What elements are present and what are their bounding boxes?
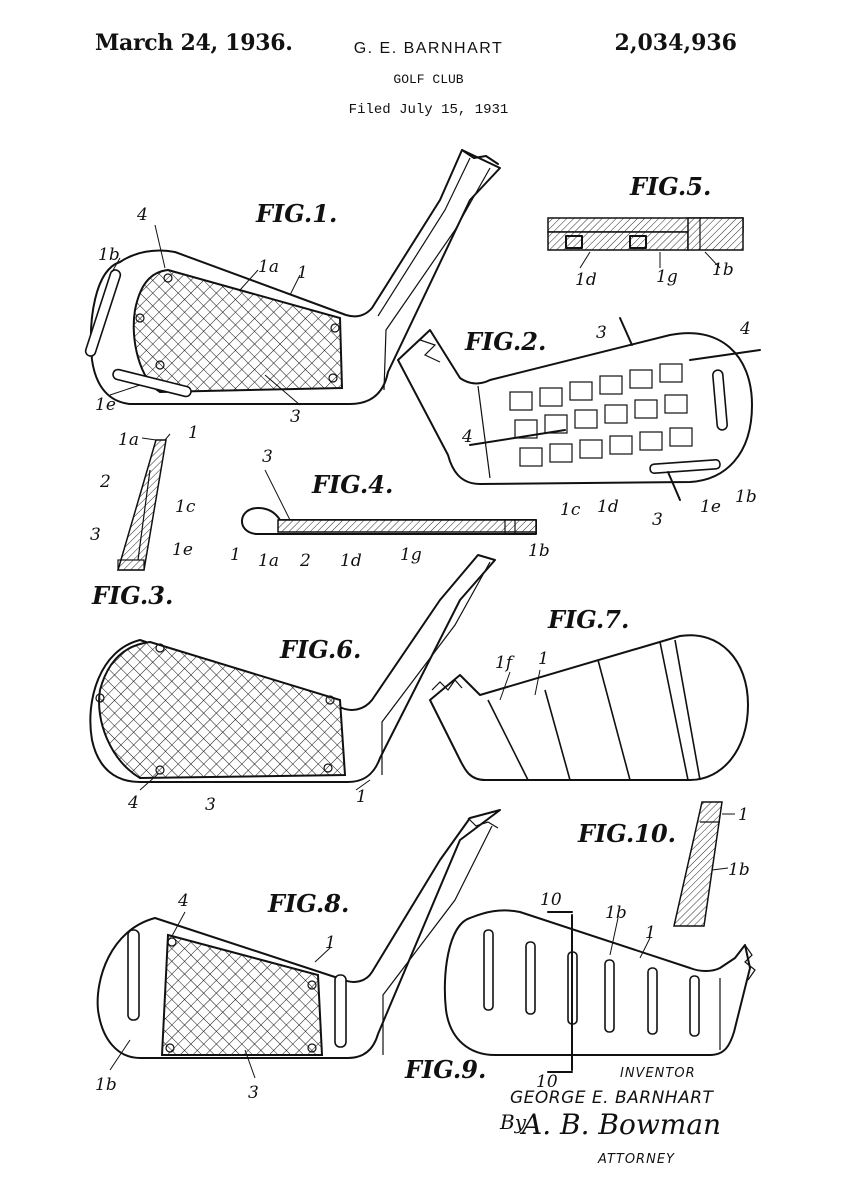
ref-1b: 1b (95, 1075, 117, 1095)
ref-1a: 1a (258, 257, 279, 277)
fig-5-label: FIG.5. (629, 172, 711, 201)
fig-7-label: FIG.7. (547, 605, 629, 634)
ref-1f: 1f (495, 653, 515, 673)
ref-1: 1 (645, 923, 656, 943)
figure-3: 1a 1 2 1c 3 1e FIG.3. (90, 423, 199, 610)
ref-4: 4 (127, 793, 139, 813)
inventor-name: GEORGE E. BARNHART (510, 1088, 714, 1108)
fig-9-label: FIG.9. (404, 1055, 486, 1084)
ref-1b: 1b (712, 260, 734, 280)
figure-6: FIG.6. 4 3 1 (89, 554, 496, 815)
ref-4: 4 (739, 319, 751, 339)
patent-date: March 24, 1936. (95, 30, 293, 56)
ref-1g: 1g (400, 545, 422, 565)
figure-1: FIG.1. 4 1a 1 1b 1e 3 (84, 149, 501, 427)
ref-2: 2 (99, 472, 111, 492)
figure-7: FIG.7. 1f 1 (429, 605, 749, 781)
ref-1d: 1d (575, 270, 597, 290)
ref-4: 4 (177, 891, 189, 911)
attorney-label: ATTORNEY (598, 1152, 675, 1167)
ref-1d: 1d (340, 551, 362, 571)
ref-1e: 1e (172, 540, 193, 560)
ref-1b: 1b (528, 541, 550, 561)
figure-5: FIG.5. 1d 1g 1b (547, 172, 744, 290)
ref-1a: 1a (118, 430, 139, 450)
ref-1b: 1b (728, 860, 750, 880)
ref-1: 1 (738, 805, 749, 825)
ref-1e: 1e (700, 497, 721, 517)
patent-title: GOLF CLUB (393, 72, 464, 87)
ref-3: 3 (290, 407, 301, 427)
ref-4: 4 (136, 205, 148, 225)
ref-1b: 1b (98, 245, 120, 265)
ref-1c: 1c (560, 500, 581, 520)
ref-3: 3 (248, 1083, 259, 1103)
ref-10: 10 (540, 890, 562, 910)
by-label: By (500, 1110, 526, 1134)
fig-10-label: FIG.10. (577, 819, 676, 848)
figure-8: FIG.8. 4 1 1b 3 (95, 809, 501, 1103)
ref-1: 1 (325, 933, 336, 953)
ref-1a: 1a (258, 551, 279, 571)
ref-1e: 1e (95, 395, 116, 415)
filed-date: Filed July 15, 1931 (348, 102, 509, 118)
fig-3-label: FIG.3. (91, 581, 173, 610)
ref-1d: 1d (597, 497, 619, 517)
ref-3: 3 (205, 795, 216, 815)
ref-1: 1 (297, 263, 308, 283)
ref-1: 1 (188, 423, 199, 443)
attorney-signature: A. B. Bowman (522, 1108, 722, 1141)
ref-1: 1 (356, 787, 367, 807)
figure-4: FIG.4. 3 1 1a 2 1d 1g 1b (230, 447, 550, 571)
ref-10: 10 (536, 1072, 558, 1092)
ref-1b: 1b (735, 487, 757, 507)
figure-2: FIG.2. 3 4 4 3 1c 1d 1e 1b (397, 317, 761, 530)
patent-number: 2,034,936 (614, 30, 737, 56)
fig-4-label: FIG.4. (311, 470, 393, 499)
figure-9: FIG.9. 10 10 1b 1 (404, 890, 756, 1092)
ref-3: 3 (652, 510, 663, 530)
fig-6-label: FIG.6. (279, 635, 361, 664)
ref-1b: 1b (605, 903, 627, 923)
fig-1-label: FIG.1. (255, 199, 337, 228)
ref-1c: 1c (175, 497, 196, 517)
inventor-header: G. E. BARNHART (353, 40, 504, 57)
face-grid (509, 363, 693, 467)
ref-4: 4 (461, 427, 473, 447)
fig-2-label: FIG.2. (464, 327, 546, 356)
ref-3: 3 (262, 447, 273, 467)
ref-2: 2 (299, 551, 311, 571)
ref-3: 3 (596, 323, 607, 343)
figure-10: FIG.10. 1 1b (577, 801, 750, 927)
ref-1: 1 (230, 545, 241, 565)
ref-1g: 1g (656, 267, 678, 287)
ref-3: 3 (90, 525, 101, 545)
fig-8-label: FIG.8. (267, 889, 349, 918)
ref-1: 1 (538, 649, 549, 669)
inventor-label: INVENTOR (620, 1066, 696, 1081)
